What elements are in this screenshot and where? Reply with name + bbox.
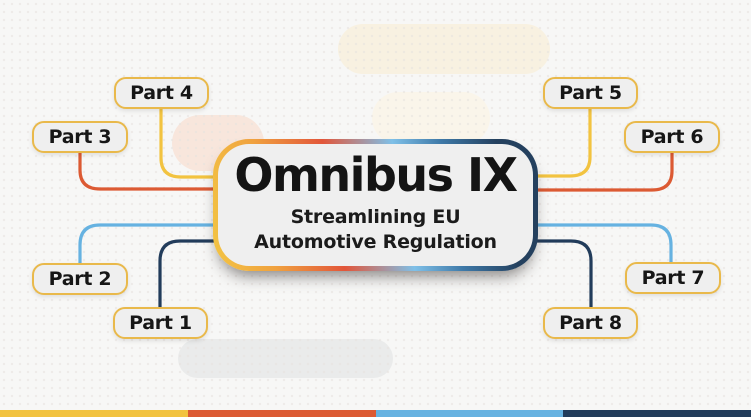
part-4-label: Part 4	[130, 82, 193, 104]
footer-segment-yellow	[0, 410, 188, 417]
connector-part6	[532, 149, 674, 192]
part-7-box: Part 7	[625, 262, 721, 294]
part-2-label: Part 2	[48, 268, 112, 290]
main-title: Omnibus IX	[234, 148, 518, 203]
part-3-label: Part 3	[48, 126, 112, 148]
central-card: Omnibus IX Streamlining EU Automotive Re…	[213, 139, 538, 271]
connector-part5	[532, 105, 592, 178]
decor-blob-cream-top	[338, 24, 550, 74]
part-1-label: Part 1	[129, 312, 192, 334]
part-3-box: Part 3	[32, 121, 128, 153]
connector-part3	[78, 149, 219, 191]
footer-segment-orange	[187, 410, 376, 417]
part-4-box: Part 4	[114, 77, 209, 109]
connector-part1	[158, 239, 219, 311]
connector-part7	[532, 223, 673, 266]
subtitle: Streamlining EU Automotive Regulation	[254, 206, 497, 254]
connector-part2	[78, 223, 219, 267]
connector-part8	[532, 239, 593, 311]
part-5-label: Part 5	[559, 82, 622, 104]
part-2-box: Part 2	[32, 263, 128, 295]
part-8-label: Part 8	[559, 312, 622, 334]
part-8-box: Part 8	[543, 307, 638, 339]
footer-segment-lightblue	[375, 410, 564, 417]
part-7-label: Part 7	[641, 267, 705, 289]
central-card-inner: Omnibus IX Streamlining EU Automotive Re…	[218, 144, 533, 266]
footer-color-bar	[0, 410, 751, 417]
connector-part4	[159, 105, 219, 179]
part-5-box: Part 5	[543, 77, 638, 109]
part-6-box: Part 6	[624, 121, 720, 153]
part-6-label: Part 6	[640, 126, 704, 148]
part-1-box: Part 1	[113, 307, 208, 339]
footer-segment-navy	[563, 410, 751, 417]
decor-blob-gray	[178, 339, 393, 378]
decor-blob-cream-mid	[372, 92, 490, 144]
